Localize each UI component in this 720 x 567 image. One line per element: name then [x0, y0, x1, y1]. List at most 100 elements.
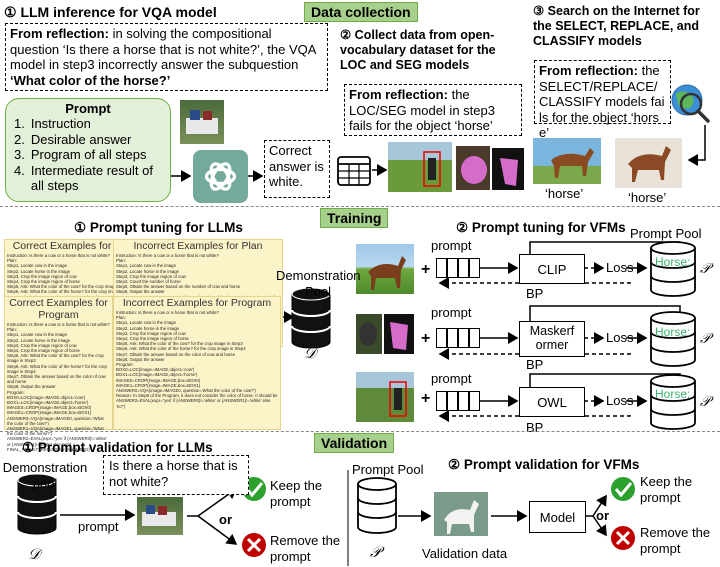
s3-reflection-box: From reflection: the SELECT/REPLACE/CLAS… [534, 60, 671, 140]
validation-vfm-or-label: or [596, 508, 609, 523]
pool-tag-row3: Horse: [655, 387, 691, 401]
vfm-remove-cross-icon [611, 526, 635, 550]
s1-reflection-subquestion: ‘What color of the horse?’ [10, 72, 171, 88]
prompt-box: Prompt 1.Instruction 2.Desirable answer … [5, 98, 171, 202]
demonstration-pool-label: Demonstration Pool [276, 268, 361, 299]
validation-carriage-photo [137, 497, 183, 535]
internet-horse-photo-2 [615, 138, 682, 188]
vfm-remove-prompt-label: Remove the prompt [640, 525, 711, 556]
prompt-label-row3: prompt [431, 371, 472, 386]
internet-search-icon [671, 84, 710, 123]
prompt-label-row2: prompt [431, 305, 472, 320]
panel-title: Incorrect Examples for Program [122, 297, 272, 309]
vfm-row-maskerformer [356, 314, 414, 354]
loss-label-row1: Loss [606, 260, 634, 275]
s3-reflection-lead: From reflection: [539, 63, 638, 78]
pool-tag-row1: Horse: [655, 255, 691, 269]
llm-logo-icon [193, 150, 248, 203]
bp-label-row1: BP [526, 286, 544, 301]
prompt-tuning-llm-title: ① Prompt tuning for LLMs [74, 220, 243, 235]
prompt-validation-vfm-title: ② Prompt validation for VFMs [448, 457, 640, 472]
validation-demo-symbol: 𝒟 [28, 546, 40, 563]
vfm-row-clip [356, 244, 414, 294]
bp-label-row2: BP [526, 357, 544, 372]
demonstration-pool-symbol: 𝒟 [304, 345, 316, 362]
prompt-item: 4.Intermediate result of all steps [14, 162, 153, 194]
loss-label-row2: Loss [606, 330, 634, 345]
prompt-item: 1.Instruction [14, 116, 91, 131]
validation-question-box: Is there a horse that is not white? [103, 455, 249, 495]
prompt-pool-label: Prompt Pool [630, 226, 702, 241]
vfm-keep-check-icon [611, 477, 635, 501]
prompt-label-row1: prompt [431, 238, 472, 253]
s3-reflection-text: the SELECT/REPLACE/CLASSIFY models fails… [539, 63, 665, 141]
remove-cross-icon [242, 533, 266, 557]
pool-symbol-row3: 𝒫 [700, 393, 711, 409]
pool-symbol-row1: 𝒫 [700, 260, 711, 276]
section-tag-data-collection: Data collection [304, 2, 418, 22]
pool-tag-row2: Horse: [655, 325, 691, 339]
bp-label-row3: BP [526, 420, 544, 435]
prompt-item: 2.Desirable answer [14, 131, 132, 147]
model-box-maskerformer: Maskerf ormer [519, 321, 585, 357]
loss-label-row3: Loss [606, 393, 634, 408]
s1-reflection-box: From reflection: in solving the composit… [5, 23, 328, 91]
validation-prompt-pool-label: Prompt Pool [352, 462, 424, 477]
svg-text:+: + [421, 390, 430, 407]
s2-reflection-box: From reflection: the LOC/SEG model in st… [344, 84, 522, 136]
divider-top [0, 206, 720, 207]
prompt-item: 3.Program of all steps [14, 147, 147, 163]
internet-horse-photo-1 [533, 138, 601, 184]
s2-reflection-text: the LOC/SEG model in step3 fails for the… [349, 87, 495, 134]
internet-search-title: ③ Search on the Internet for the SELECT,… [533, 4, 700, 48]
collect-data-title: ② Collect data from open-vocabulary data… [340, 28, 496, 72]
prompt-validation-llm-title: ① Prompt validation for LLMs [22, 440, 213, 455]
demonstration-pool-cylinder [291, 287, 331, 349]
prompt-pool-cylinders [650, 241, 696, 430]
panel-correct-program: Correct Examples for Program Instruction… [4, 296, 113, 452]
remove-prompt-label: Remove the prompt [270, 533, 341, 564]
section-tag-validation: Validation [314, 433, 395, 453]
validation-pool-symbol: 𝒫 [370, 544, 381, 561]
svg-text:+: + [421, 330, 430, 347]
dataset-table-icon [337, 156, 371, 186]
validation-data-label: Validation data [422, 546, 508, 561]
panel-title: Correct Examples for Program [9, 297, 108, 321]
open-vocab-photo-2 [456, 146, 490, 190]
s1-reflection-text1: in solving the compositional question [10, 26, 272, 57]
s2-reflection-lead: From reflection: [349, 87, 448, 102]
keep-prompt-label: Keep the prompt [270, 478, 323, 509]
svg-text:+: + [421, 261, 430, 278]
horse-carriage-photo [180, 100, 224, 144]
panel-title: Correct Examples for Plan [12, 240, 136, 252]
s1-reflection-question: ‘Is there a horse that is not white?’ [62, 41, 261, 57]
s1-reflection-text2: , the VQA model in step3 incorrectly ans… [10, 41, 316, 73]
validation-or-label: or [219, 512, 232, 527]
validation-white-horse-photo [434, 492, 488, 536]
vfm-row-owl [356, 372, 414, 422]
pool-symbol-row2: 𝒫 [700, 330, 711, 346]
panel-text: Instruction: Is there a cow or a horse t… [7, 322, 110, 452]
validation-demo-pool-cylinder [17, 473, 57, 535]
horse-label-2: ‘horse’ [628, 190, 667, 205]
correct-answer-box: Correct answer is white. [264, 140, 330, 198]
prompt-tuning-vfm-title: ② Prompt tuning for VFMs [456, 220, 626, 235]
panel-title: Incorrect Examples for Plan [133, 240, 263, 252]
model-box-owl: OWL [519, 387, 585, 417]
horse-label-1: ‘horse’ [545, 186, 584, 201]
validation-prompt-label: prompt [78, 519, 119, 534]
open-vocab-photo-3 [492, 148, 524, 190]
validation-model-box: Model [529, 501, 586, 533]
divider-validation [0, 431, 720, 432]
model-box-clip: CLIP [519, 254, 585, 284]
prompt-title: Prompt [65, 101, 111, 116]
validation-demo-pool-label: Demonstration pool [2, 460, 88, 491]
validation-prompt-pool-cylinder [357, 477, 397, 534]
panel-incorrect-program: Incorrect Examples for Program Instructi… [113, 296, 281, 430]
s1-reflection-lead: From reflection: [10, 26, 109, 41]
open-vocab-photo-1 [388, 142, 452, 192]
llm-inference-title: ① LLM inference for VQA model [4, 4, 217, 20]
vfm-keep-prompt-label: Keep the prompt [640, 474, 693, 505]
panel-text: Instruction: Is there a cow or a horse t… [116, 310, 278, 409]
section-tag-training: Training [320, 208, 389, 228]
